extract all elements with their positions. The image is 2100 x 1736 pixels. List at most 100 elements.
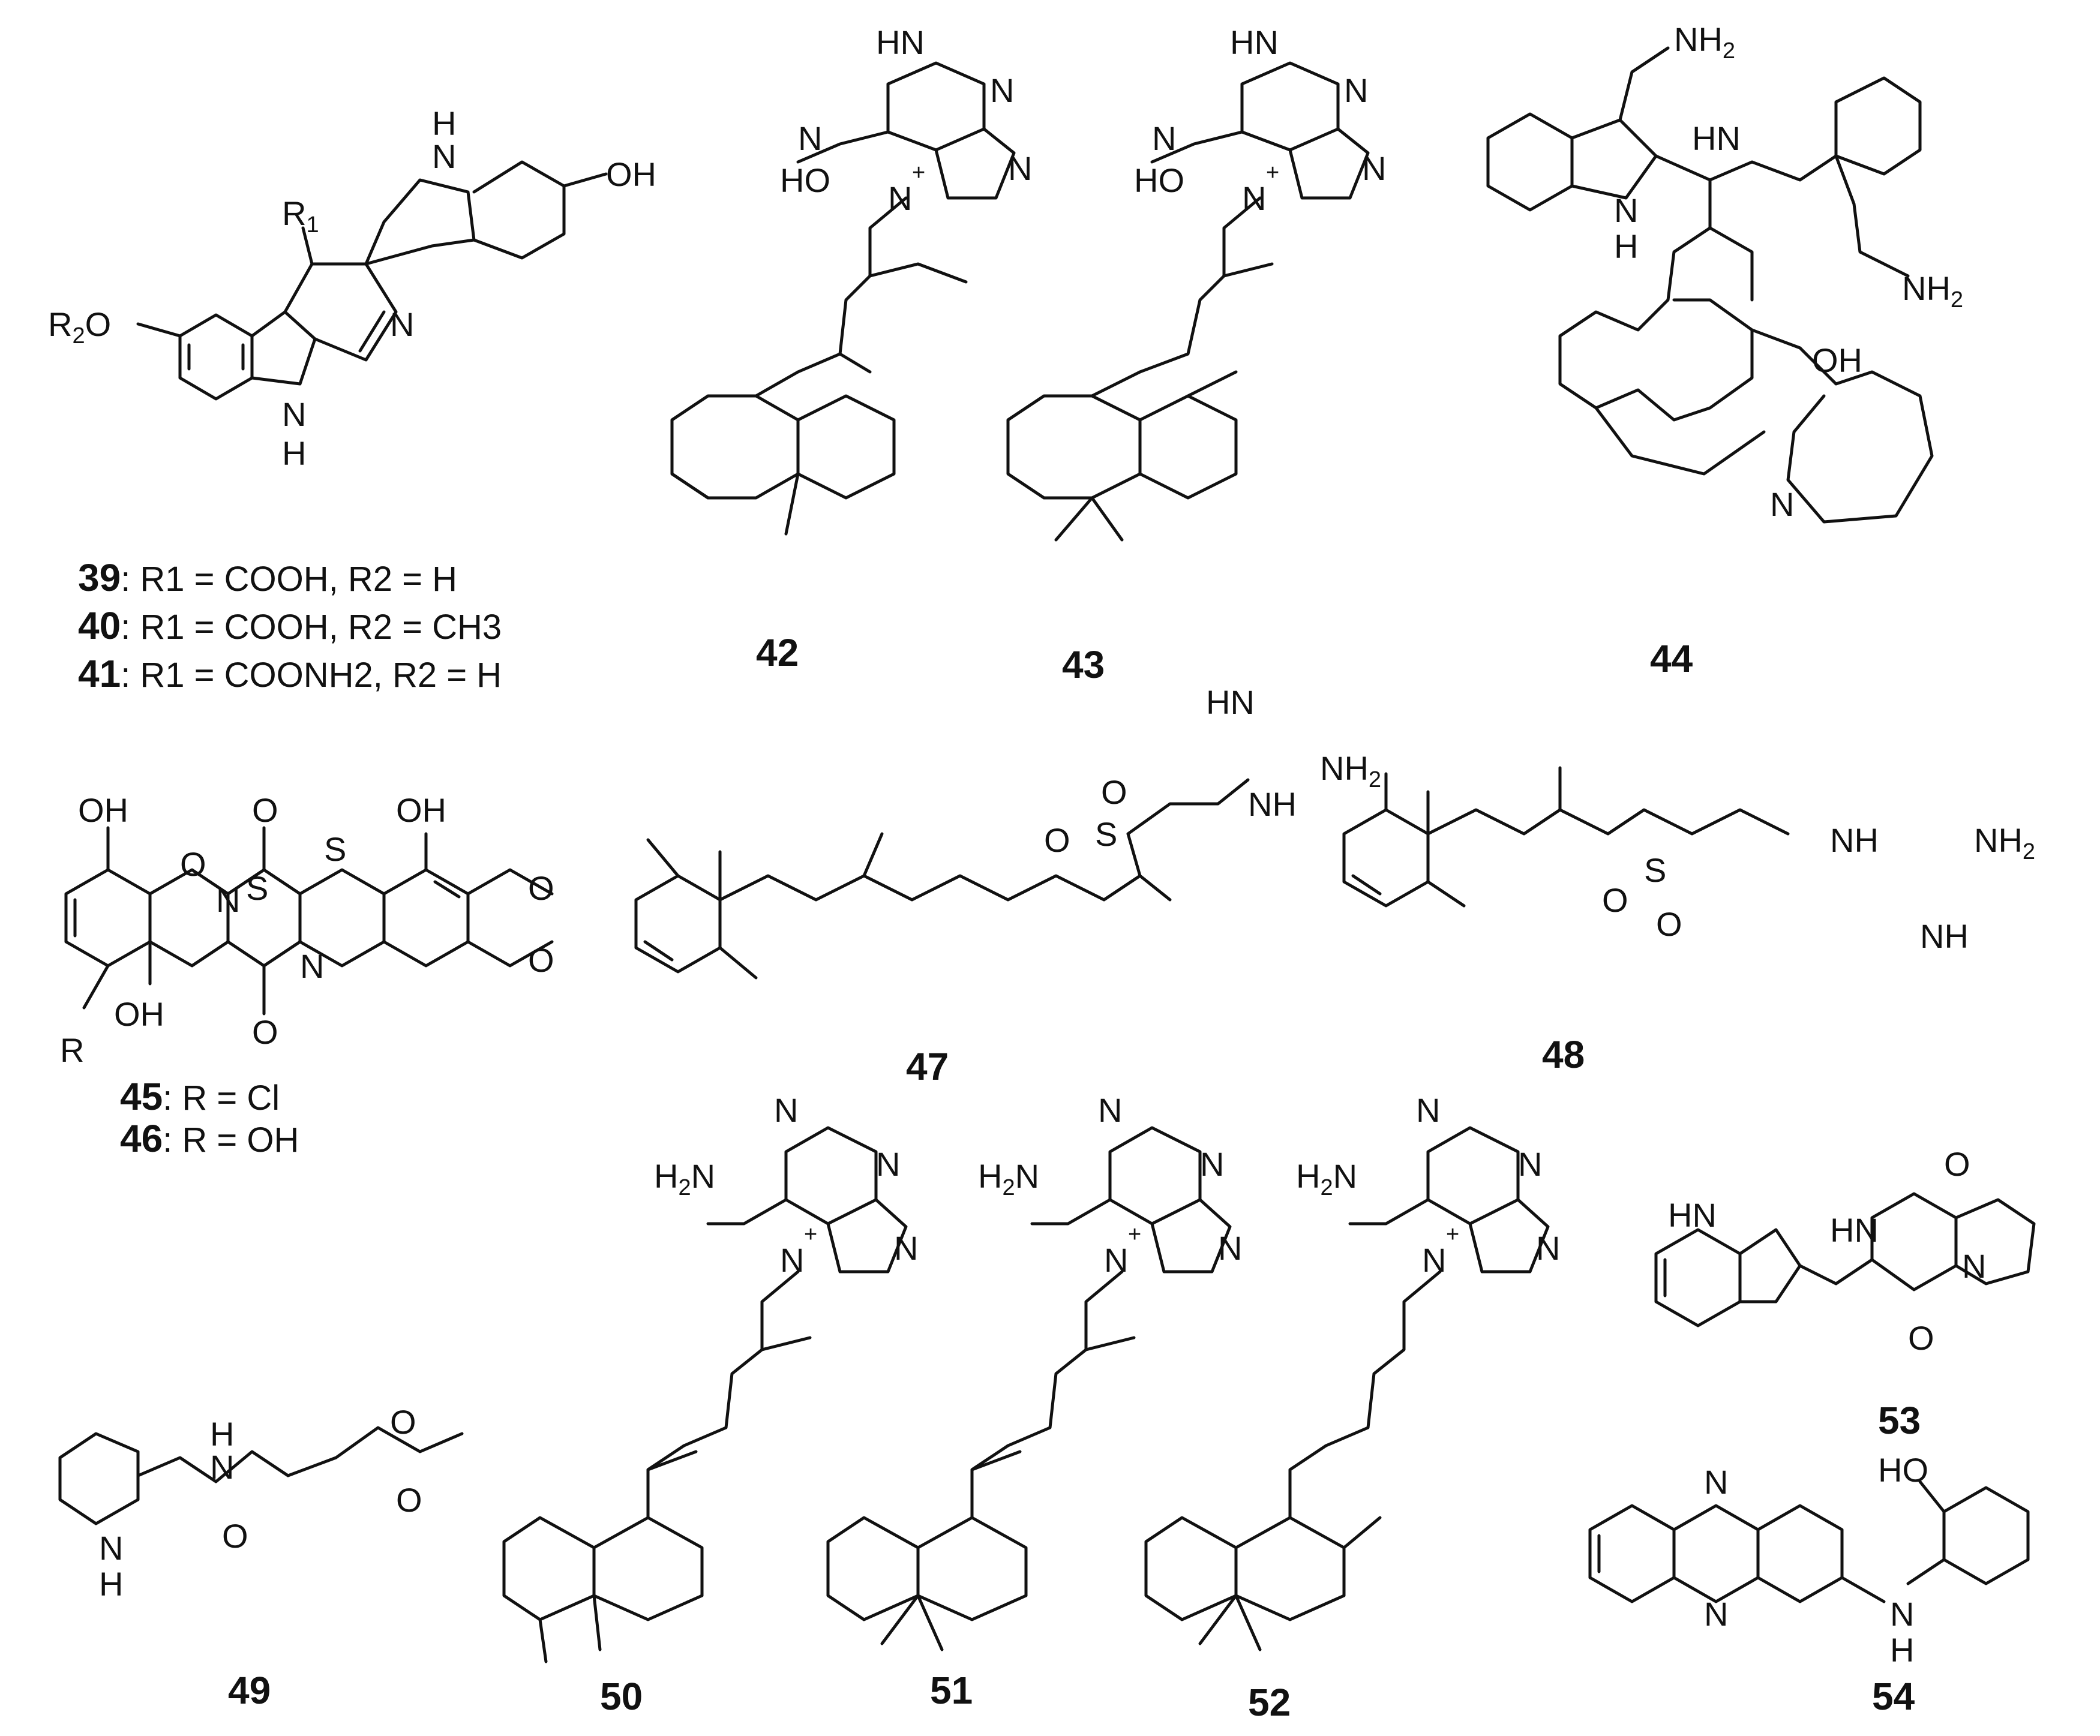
atom-n-42d: N	[798, 119, 822, 157]
atom-nh-indole-1: N	[282, 395, 306, 433]
atom-h-indole-1: H	[282, 434, 306, 472]
label-42: 42	[756, 631, 799, 674]
atom-o-53a: O	[1944, 1145, 1970, 1183]
atom-h-49: H	[99, 1565, 123, 1603]
label-48: 48	[1542, 1033, 1585, 1076]
label-44: 44	[1650, 637, 1693, 680]
atom-n-indole-2: N	[432, 137, 456, 175]
atom-o-45b: O	[252, 791, 278, 829]
label-47: 47	[906, 1045, 949, 1088]
atom-h2n-51: H2N	[978, 1157, 1039, 1200]
atom-h-54: H	[1890, 1631, 1914, 1669]
atom-o-49a: O	[222, 1517, 248, 1555]
atom-h-49b: H	[210, 1415, 234, 1453]
atom-s-45b: S	[246, 869, 268, 907]
atom-o-45e: O	[528, 941, 554, 979]
atom-n-51b: N	[1200, 1145, 1224, 1183]
atom-oh-45a: OH	[78, 791, 128, 829]
caption-39: 39: R1 = COOH, R2 = H	[78, 556, 457, 599]
atom-ho-43: HO	[1134, 161, 1184, 199]
atom-r2o: R2O	[48, 305, 111, 349]
atom-n-pyridine: N	[390, 305, 414, 343]
atom-oh-45c: OH	[114, 995, 164, 1033]
atom-n-49: N	[99, 1529, 123, 1567]
label-50: 50	[600, 1675, 643, 1718]
label-51: 51	[930, 1669, 973, 1712]
atom-n-52d: N	[1422, 1241, 1446, 1279]
atom-nh-48: NH	[1830, 821, 1879, 859]
structure-54: N N HO N H 54	[1588, 1451, 2030, 1718]
structure-39-41: R1 R2O N N H H N OH 39: R1 = COOH, R2 = …	[48, 104, 656, 695]
atom-n-53: N	[1962, 1247, 1986, 1285]
atom-n-43b: N	[1362, 149, 1386, 187]
atom-o-47b: O	[1101, 773, 1127, 811]
structure-52: H2N N N N N + 52	[1144, 1091, 1560, 1724]
caption-46: 46: R = OH	[120, 1117, 299, 1160]
atom-n-45a: N	[216, 881, 240, 919]
atom-ho-54: HO	[1878, 1451, 1928, 1489]
atom-plus-50: +	[804, 1222, 817, 1247]
atom-o-47a: O	[1044, 821, 1070, 859]
atom-plus-43: +	[1266, 160, 1279, 185]
atom-n-51d: N	[1104, 1241, 1128, 1279]
atom-n-43c: N	[1242, 179, 1266, 217]
atom-plus-51: +	[1128, 1222, 1141, 1247]
structure-45-46: OH O N O S S N O OH O O OH R 45: R = Cl …	[60, 791, 554, 1160]
atom-n-50a: N	[774, 1091, 798, 1129]
atom-hn-47: HN	[1206, 683, 1255, 721]
atom-o-45c: O	[252, 1013, 278, 1051]
atom-n-44b: N	[1770, 485, 1794, 523]
atom-oh-44: OH	[1812, 341, 1862, 379]
atom-o-48a: O	[1602, 881, 1628, 919]
atom-n-49b: N	[210, 1448, 234, 1486]
atom-n-54a: N	[1704, 1463, 1728, 1501]
atom-n-44a: N	[1614, 191, 1638, 229]
structure-44: NH2 NH2 HN N H OH N 44	[1486, 20, 1963, 680]
atom-s-47: S	[1095, 815, 1117, 853]
atom-r1: R1	[282, 194, 319, 238]
atom-plus-42: +	[912, 160, 925, 185]
atom-hn-53b: HN	[1830, 1211, 1879, 1249]
structure-53: HN HN O N O 53	[1654, 1145, 2036, 1442]
atom-n-43d: N	[1152, 119, 1176, 157]
atom-h2n-50: H2N	[654, 1157, 715, 1200]
atom-hn-43: HN	[1230, 23, 1279, 61]
structure-48: S O O NH NH2 NH 48	[1342, 766, 2035, 1076]
atom-o-49c: O	[396, 1481, 422, 1519]
atom-n-43a: N	[1344, 71, 1368, 109]
label-52: 52	[1248, 1681, 1291, 1724]
atom-nh-47: NH	[1248, 785, 1297, 823]
atom-s-45a: S	[324, 830, 346, 868]
atom-o-45d: O	[528, 869, 554, 907]
structure-50: H2N N N N N + 50	[502, 1091, 918, 1718]
atom-n-50c: N	[894, 1229, 918, 1267]
atom-n-51a: N	[1098, 1091, 1122, 1129]
atom-oh-45b: OH	[396, 791, 446, 829]
atom-n-52a: N	[1416, 1091, 1440, 1129]
structure-47: S O O NH HN NH2 47	[634, 683, 1381, 1088]
caption-45: 45: R = Cl	[120, 1075, 280, 1118]
label-43: 43	[1062, 643, 1105, 686]
structure-43: HN N N N + N HO 43	[1006, 23, 1386, 686]
atom-n-51c: N	[1218, 1229, 1242, 1267]
atom-o-53b: O	[1908, 1319, 1934, 1357]
atom-nh-48b: NH	[1920, 917, 1969, 955]
atom-n-42b: N	[1008, 149, 1032, 187]
caption-40: 40: R1 = COOH, R2 = CH3	[78, 604, 502, 647]
atom-plus-52: +	[1446, 1222, 1459, 1247]
atom-o-48b: O	[1656, 905, 1682, 943]
label-54: 54	[1872, 1675, 1915, 1718]
atom-ho-42: HO	[780, 161, 830, 199]
label-49: 49	[228, 1669, 271, 1712]
atom-hn-44: HN	[1692, 119, 1741, 157]
atom-nh2-47: NH2	[1320, 749, 1381, 792]
caption-41: 41: R1 = COONH2, R2 = H	[78, 652, 502, 695]
atom-o-49b: O	[390, 1403, 416, 1441]
atom-oh-39: OH	[606, 155, 656, 193]
atom-r-45: R	[60, 1031, 84, 1069]
atom-n-54b: N	[1704, 1595, 1728, 1633]
atom-n-54c: N	[1890, 1595, 1914, 1633]
atom-n-42c: N	[888, 179, 912, 217]
atom-h2n-52: H2N	[1296, 1157, 1357, 1200]
